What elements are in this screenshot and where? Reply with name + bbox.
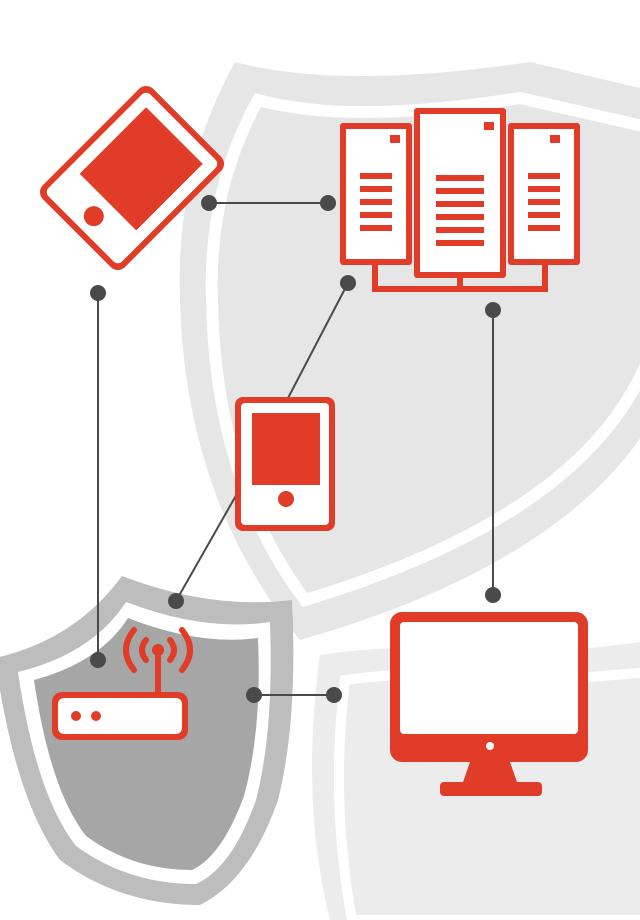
- shield-large-inner-rim: [205, 91, 640, 607]
- dot: [326, 687, 342, 703]
- wifi-router-icon: [52, 627, 193, 740]
- dot: [246, 687, 262, 703]
- connectors: [97, 202, 494, 696]
- smartphone-icon: [235, 397, 335, 531]
- dot: [485, 587, 501, 603]
- desktop-monitor-icon: [390, 612, 588, 796]
- edge-servers-phone: [286, 282, 349, 401]
- dot: [90, 652, 106, 668]
- connector-dots: [90, 195, 501, 703]
- dot: [201, 195, 217, 211]
- server-rack-icon: [340, 108, 580, 292]
- tablet-icon: [39, 85, 225, 271]
- shield-icon-router: [0, 576, 294, 905]
- dot: [340, 275, 356, 291]
- shield-router-inner: [34, 618, 259, 870]
- dot: [168, 593, 184, 609]
- dot: [90, 285, 106, 301]
- edge-phone-router: [175, 491, 239, 602]
- dot: [485, 302, 501, 318]
- dot: [320, 195, 336, 211]
